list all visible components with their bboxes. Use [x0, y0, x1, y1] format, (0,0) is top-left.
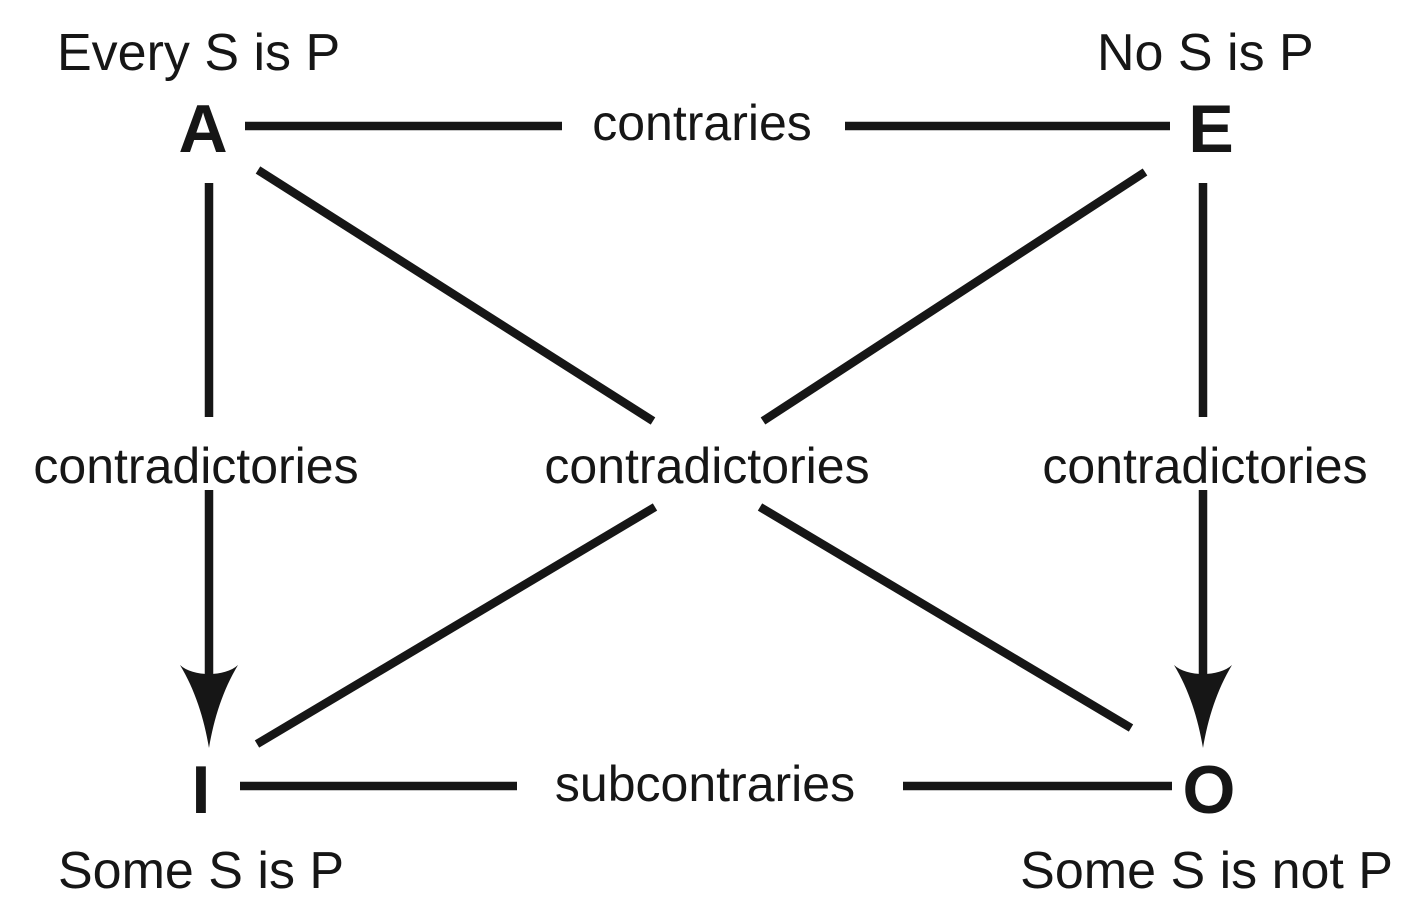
- a-o-diagonal-upper: [255, 166, 656, 425]
- relation-contraries-label: contraries: [592, 95, 812, 151]
- diagram-labels: Every S is P No S is P Some S is P Some …: [33, 24, 1393, 900]
- a-i-arrowhead-icon: [180, 665, 238, 748]
- e-i-diagonal-upper: [760, 168, 1148, 425]
- relation-contradictories-right-label: contradictories: [1042, 438, 1367, 494]
- diagram-arrowheads: [180, 665, 1232, 748]
- node-e-letter: E: [1188, 91, 1233, 167]
- statement-i: Some S is P: [58, 842, 344, 900]
- node-o-letter: O: [1183, 752, 1236, 828]
- diagram-lines: [204, 121, 1208, 791]
- relation-subcontraries-label: subcontraries: [555, 756, 855, 812]
- statement-e: No S is P: [1097, 24, 1314, 82]
- relation-contradictories-center-label: contradictories: [544, 438, 869, 494]
- node-i-letter: I: [192, 752, 211, 828]
- statement-o: Some S is not P: [1020, 842, 1393, 900]
- e-i-diagonal-lower: [254, 503, 658, 748]
- relation-contradictories-left-label: contradictories: [33, 438, 358, 494]
- e-o-arrowhead-icon: [1174, 665, 1232, 748]
- statement-a: Every S is P: [57, 24, 340, 82]
- a-o-diagonal-lower: [757, 503, 1134, 732]
- node-a-letter: A: [178, 91, 227, 167]
